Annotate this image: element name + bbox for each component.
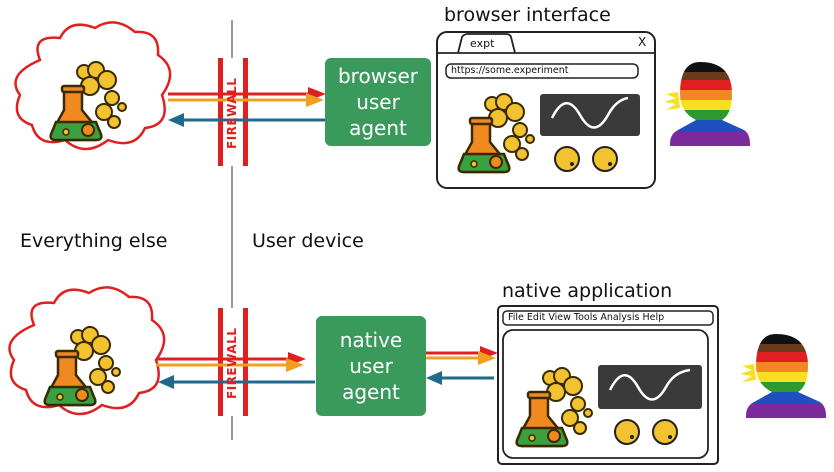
agent-line: native (339, 328, 403, 352)
knob-icon[interactable] (554, 146, 580, 172)
knob-icon[interactable] (614, 419, 640, 445)
agent-line: user (356, 90, 400, 114)
agent-line: agent (342, 380, 400, 404)
sine-wave-icon (550, 96, 629, 129)
tab-expt[interactable]: expt (470, 37, 495, 50)
firewall-bar-right (243, 308, 248, 416)
browser-user-agent: browser user agent (325, 58, 431, 146)
person-pride-icon (664, 62, 750, 146)
firewall-bar-right (243, 58, 248, 166)
menubar-text[interactable]: File Edit View Tools Analysis Help (508, 312, 665, 323)
label-browser-interface: browser interface (444, 4, 611, 26)
menubar[interactable] (502, 310, 714, 326)
agent-line: browser (337, 64, 419, 88)
close-button[interactable]: X (638, 35, 647, 49)
label-user-device: User device (252, 230, 364, 252)
url-bar[interactable] (445, 63, 639, 79)
native-user-agent: native user agent (316, 316, 426, 416)
person-pride-icon (740, 334, 826, 418)
agent-line: agent (349, 116, 407, 140)
knob-icon[interactable] (652, 419, 678, 445)
firewall-bar-left (218, 308, 223, 416)
firewall-label: FIREWALL (225, 77, 239, 149)
sine-wave-icon (608, 368, 691, 401)
agent-line: user (349, 354, 393, 378)
firewall-bar-left (218, 58, 223, 166)
url-text: https://some.experiment (451, 65, 569, 76)
label-native-application: native application (502, 280, 673, 302)
knob-icon[interactable] (592, 146, 618, 172)
firewall-label: FIREWALL (225, 327, 239, 399)
label-everything-else: Everything else (20, 230, 168, 252)
